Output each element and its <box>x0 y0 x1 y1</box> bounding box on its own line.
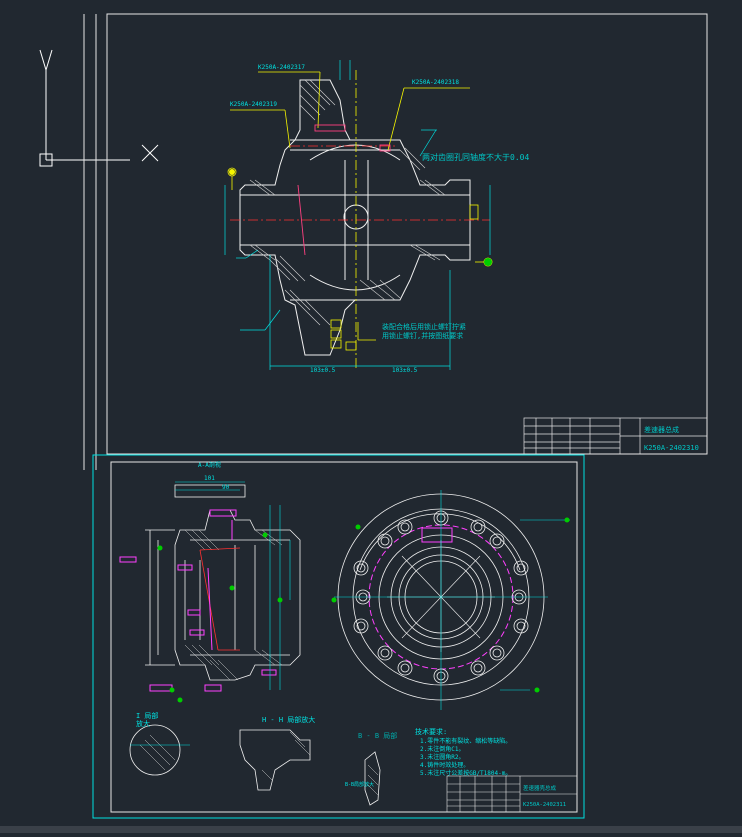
case-section-view[interactable]: A-A剖视 101 90 <box>119 461 301 703</box>
sheet2-frame <box>92 454 585 819</box>
tech-line-5: 5.未注尺寸公差按GB/T1804-m。 <box>420 769 511 777</box>
sheet2-title-block[interactable] <box>446 775 578 813</box>
detail-views[interactable]: I 局部 放大 H - H 局部放大 B - B 局部 B-B局部放大 <box>129 711 397 806</box>
detail-label-i-2: 放大 <box>136 719 150 728</box>
dim-bottom-right: 103±0.5 <box>392 367 418 374</box>
tech-line-4: 4.铸件时效处理。 <box>420 761 469 769</box>
detail-label-h: H - H 局部放大 <box>262 715 315 724</box>
sheet1-frame <box>83 13 708 470</box>
ref-label-top: K250A-2402317 <box>258 64 305 71</box>
sheet1-title-code: K250A-2402310 <box>644 444 699 452</box>
section-title: A-A剖视 <box>198 461 221 469</box>
tech-title: 技术要求: <box>415 727 447 736</box>
technical-requirements: 技术要求: 1.零件不能有裂纹、缩松等缺陷。 2.未注倒角C1。 3.未注圆角R… <box>415 727 511 777</box>
dim-101: 101 <box>204 475 215 482</box>
bottom-note-1: 装配合格后用锁止螺钉拧紧 <box>382 322 466 331</box>
bottom-note-2: 用锁止螺钉,并按图纸要求 <box>382 331 463 340</box>
detail-label-bb: B - B 局部 <box>358 731 397 740</box>
ref-label-right: K250A-2402318 <box>412 79 459 86</box>
sheet2-title-name: 差速器壳总成 <box>523 784 557 792</box>
ucs-icon <box>39 49 159 167</box>
ref-label-left: K250A-2402319 <box>230 101 277 108</box>
detail-label-i: I 局部 <box>136 711 158 720</box>
dim-90: 90 <box>222 484 230 491</box>
tech-line-1: 1.零件不能有裂纹、缩松等缺陷。 <box>420 737 511 745</box>
status-strip <box>0 826 742 833</box>
differential-assembly-drawing[interactable]: K250A-2402317 K250A-2402318 K250A-240231… <box>224 60 529 374</box>
sheet1-title-name: 差速器总成 <box>644 425 679 434</box>
case-flange-view[interactable] <box>331 490 571 710</box>
tech-line-2: 2.未注倒角C1。 <box>420 745 464 753</box>
dim-bottom-left: 103±0.5 <box>310 367 336 374</box>
tech-line-3: 3.未注圆角R2。 <box>420 753 464 761</box>
sheet1-title-block[interactable] <box>523 417 708 455</box>
detail-label-bb-small: B-B局部放大 <box>345 781 374 788</box>
sheet2-title-code: K250A-2402311 <box>523 802 566 808</box>
runout-note: 两对齿圈孔同轴度不大于0.04 <box>422 152 529 162</box>
